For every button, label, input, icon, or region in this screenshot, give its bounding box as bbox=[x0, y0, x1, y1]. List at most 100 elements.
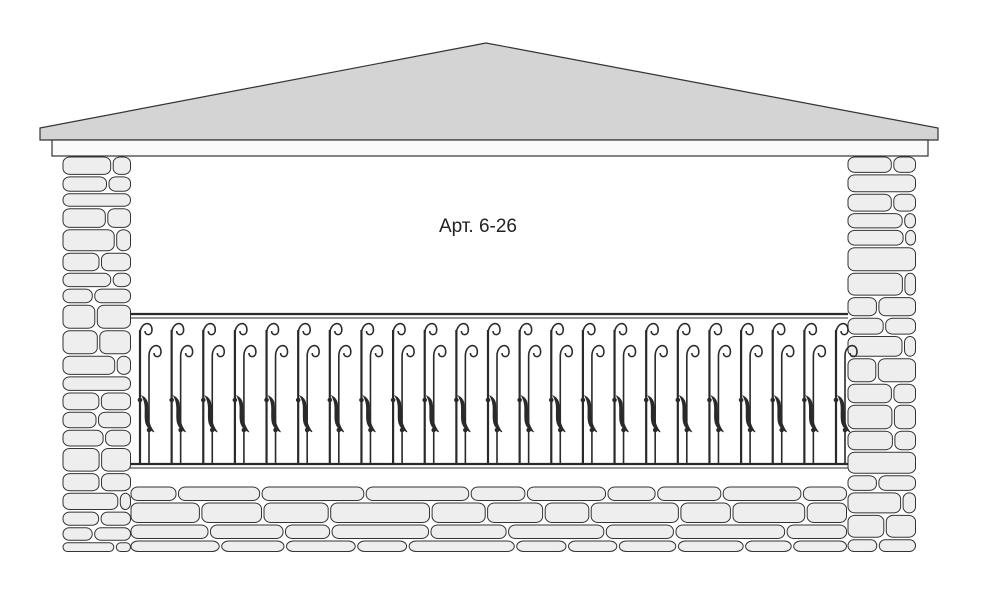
collar bbox=[232, 397, 238, 403]
collar bbox=[485, 397, 491, 403]
scroll bbox=[148, 344, 162, 464]
collar bbox=[390, 397, 396, 403]
baluster bbox=[738, 322, 763, 464]
base-course bbox=[130, 524, 847, 539]
leaf-ornament bbox=[520, 395, 534, 433]
stone bbox=[847, 514, 885, 538]
baluster bbox=[200, 322, 226, 464]
stone bbox=[357, 540, 408, 552]
stone bbox=[893, 383, 917, 404]
stone bbox=[893, 193, 916, 212]
stone bbox=[285, 524, 331, 539]
leaf-ornament bbox=[299, 395, 313, 433]
scroll bbox=[360, 322, 375, 336]
stone bbox=[806, 502, 848, 523]
roof-fascia bbox=[51, 139, 929, 157]
collar bbox=[336, 427, 342, 433]
stone bbox=[605, 524, 674, 539]
left-stone-pillar bbox=[62, 156, 132, 552]
stone-base-wall bbox=[130, 486, 848, 552]
stone bbox=[101, 252, 131, 272]
scroll bbox=[306, 344, 320, 464]
stone bbox=[677, 540, 744, 552]
stone bbox=[101, 473, 131, 492]
collar bbox=[200, 397, 206, 403]
stone bbox=[62, 288, 93, 304]
stone bbox=[62, 429, 104, 447]
collar bbox=[273, 427, 278, 433]
stone bbox=[62, 473, 100, 492]
stone bbox=[62, 193, 131, 207]
stone bbox=[516, 540, 567, 552]
collar bbox=[526, 427, 531, 433]
stone bbox=[62, 208, 106, 228]
stone bbox=[680, 502, 731, 523]
scroll bbox=[338, 344, 352, 464]
base-course bbox=[130, 502, 848, 523]
scroll bbox=[139, 322, 153, 336]
scroll bbox=[622, 344, 637, 464]
stone bbox=[802, 486, 848, 501]
baluster bbox=[612, 322, 637, 464]
collar bbox=[842, 427, 848, 433]
stone bbox=[847, 213, 903, 229]
collar bbox=[241, 427, 247, 433]
stone bbox=[902, 492, 916, 514]
scroll bbox=[487, 322, 501, 336]
collar bbox=[770, 397, 776, 403]
scroll bbox=[654, 344, 668, 464]
stone bbox=[893, 156, 916, 173]
wrought-iron-railing bbox=[130, 312, 858, 469]
collar bbox=[643, 397, 649, 403]
stone bbox=[116, 355, 131, 375]
stone bbox=[847, 451, 916, 474]
leaf-ornament bbox=[583, 395, 598, 433]
baluster bbox=[675, 322, 700, 464]
scroll bbox=[243, 344, 257, 464]
stone bbox=[130, 540, 220, 552]
stone bbox=[847, 383, 892, 404]
baluster bbox=[137, 322, 162, 464]
scroll bbox=[329, 322, 343, 336]
collar bbox=[652, 427, 658, 433]
collar bbox=[368, 427, 373, 433]
collar bbox=[621, 427, 626, 433]
stone bbox=[878, 297, 917, 317]
stone bbox=[62, 272, 112, 288]
baluster bbox=[643, 322, 668, 464]
stone bbox=[847, 229, 904, 246]
stone bbox=[847, 272, 903, 296]
stone bbox=[94, 288, 132, 304]
stone bbox=[178, 486, 261, 501]
baluster bbox=[169, 322, 194, 464]
scroll bbox=[749, 344, 763, 464]
scroll bbox=[432, 344, 447, 464]
scroll bbox=[550, 322, 565, 336]
stone bbox=[607, 486, 656, 501]
leaf-ornament bbox=[678, 395, 693, 433]
stone bbox=[568, 540, 618, 552]
collar bbox=[738, 397, 744, 403]
stone bbox=[130, 502, 200, 523]
collar bbox=[716, 427, 721, 433]
stone bbox=[62, 252, 100, 272]
stone bbox=[62, 448, 100, 472]
stone bbox=[877, 358, 916, 383]
collar bbox=[580, 397, 586, 403]
scroll bbox=[496, 344, 510, 464]
stone bbox=[847, 156, 892, 173]
stone bbox=[657, 486, 722, 501]
baluster bbox=[580, 322, 605, 464]
stone bbox=[793, 540, 848, 552]
stone bbox=[62, 156, 112, 175]
stone bbox=[745, 540, 792, 552]
leaf-ornament bbox=[457, 395, 471, 433]
collar bbox=[684, 427, 690, 433]
scroll bbox=[179, 344, 194, 464]
baluster bbox=[802, 322, 827, 464]
baluster bbox=[485, 322, 510, 464]
baluster bbox=[359, 322, 384, 464]
scroll bbox=[677, 322, 691, 336]
stone bbox=[847, 247, 916, 272]
right-stone-pillar bbox=[847, 156, 917, 552]
